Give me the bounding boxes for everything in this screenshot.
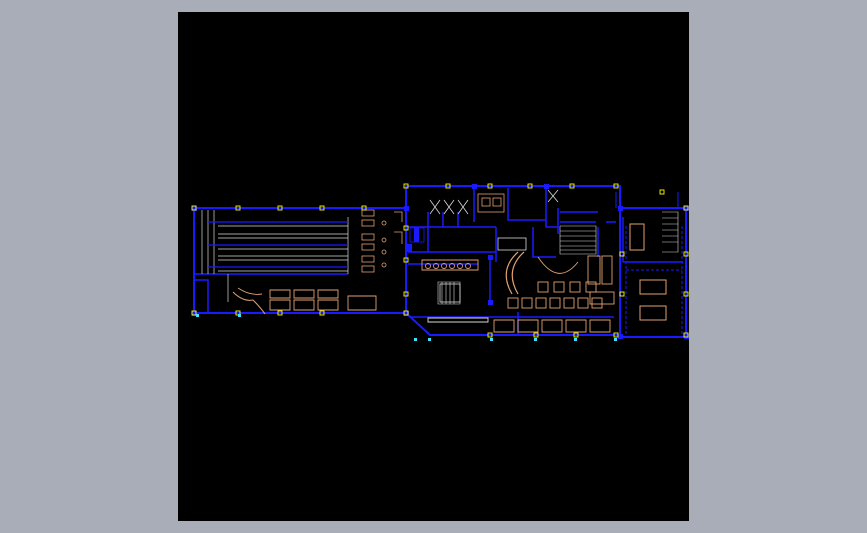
vip-rooms (625, 223, 683, 336)
dining-tables (507, 255, 615, 309)
bar-counter (421, 251, 579, 295)
elevator-core (409, 227, 527, 303)
grip-points (191, 183, 689, 338)
section-markers (196, 314, 617, 341)
floor-plan-drawing (191, 183, 689, 341)
bowling-lanes (201, 210, 349, 302)
lane-seating (361, 209, 403, 273)
outer-walls (193, 185, 688, 338)
lounge-sofas (232, 287, 377, 315)
structural-columns (192, 184, 689, 339)
lane-dividers (208, 221, 348, 268)
cad-model-viewport[interactable] (178, 12, 689, 521)
stairs (437, 211, 679, 305)
booth-seating (427, 317, 611, 333)
restroom-stalls (429, 189, 559, 215)
interior-walls (194, 188, 683, 335)
